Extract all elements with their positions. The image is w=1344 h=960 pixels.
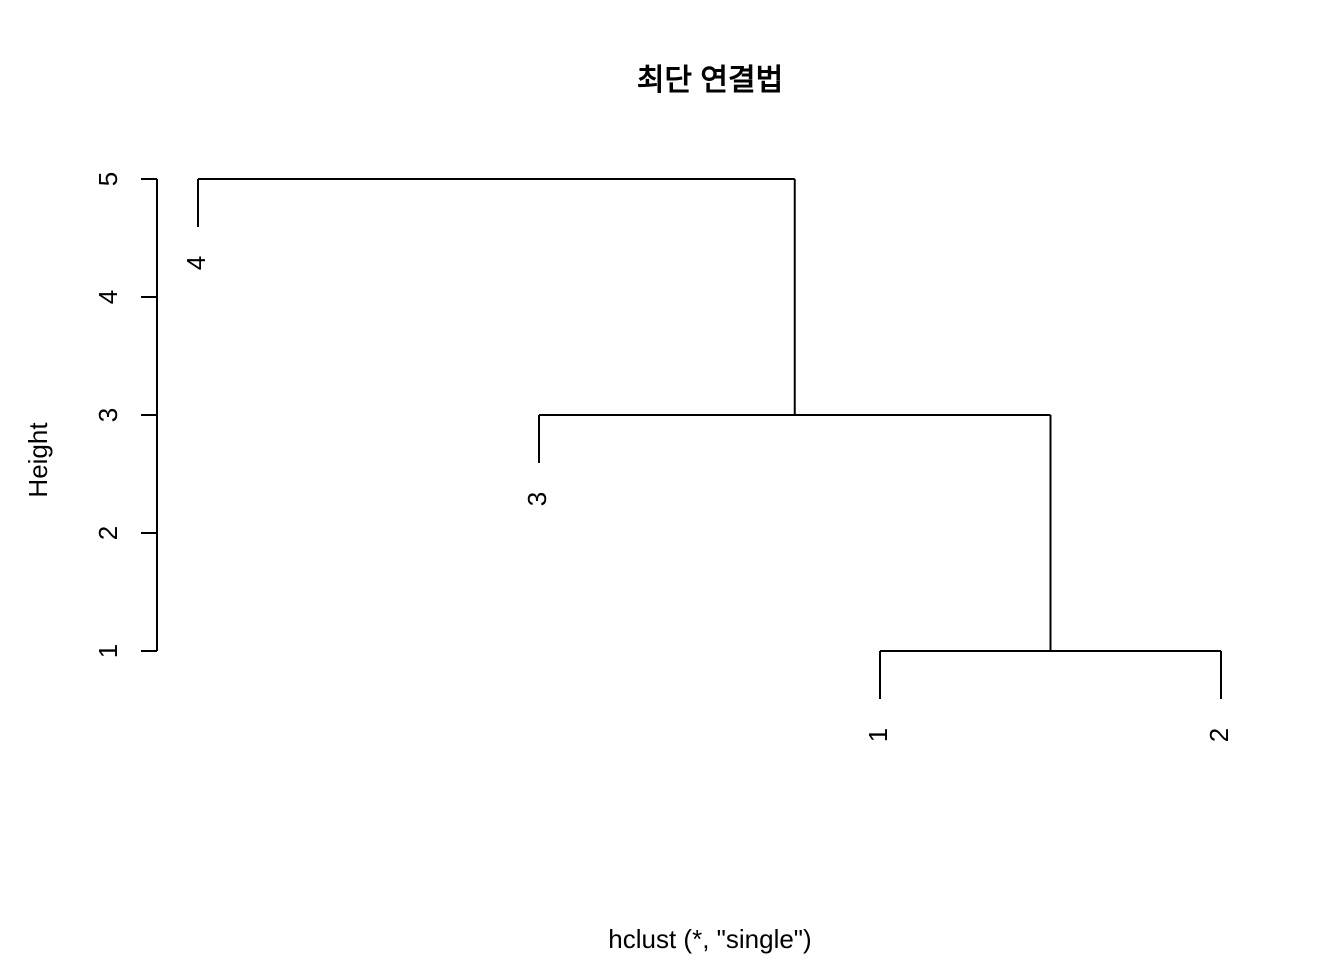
chart-title: 최단 연결법	[637, 64, 783, 97]
y-axis-label: Height	[23, 422, 53, 498]
y-tick-label: 5	[93, 172, 123, 186]
leaf-label: 1	[863, 728, 893, 742]
x-axis-label: hclust (*, "single")	[608, 924, 811, 954]
leaf-label: 3	[522, 492, 552, 506]
leaf-label: 4	[181, 256, 211, 270]
y-tick-label: 2	[93, 526, 123, 540]
leaf-label: 2	[1204, 728, 1234, 742]
dendrogram-tree	[197, 178, 1222, 699]
y-tick-label: 4	[93, 290, 123, 304]
y-tick-label: 1	[93, 644, 123, 658]
y-axis: 1 2 3 4 5	[93, 172, 158, 658]
y-tick-label: 3	[93, 408, 123, 422]
leaf-labels: 4 3 1 2	[181, 256, 1234, 742]
